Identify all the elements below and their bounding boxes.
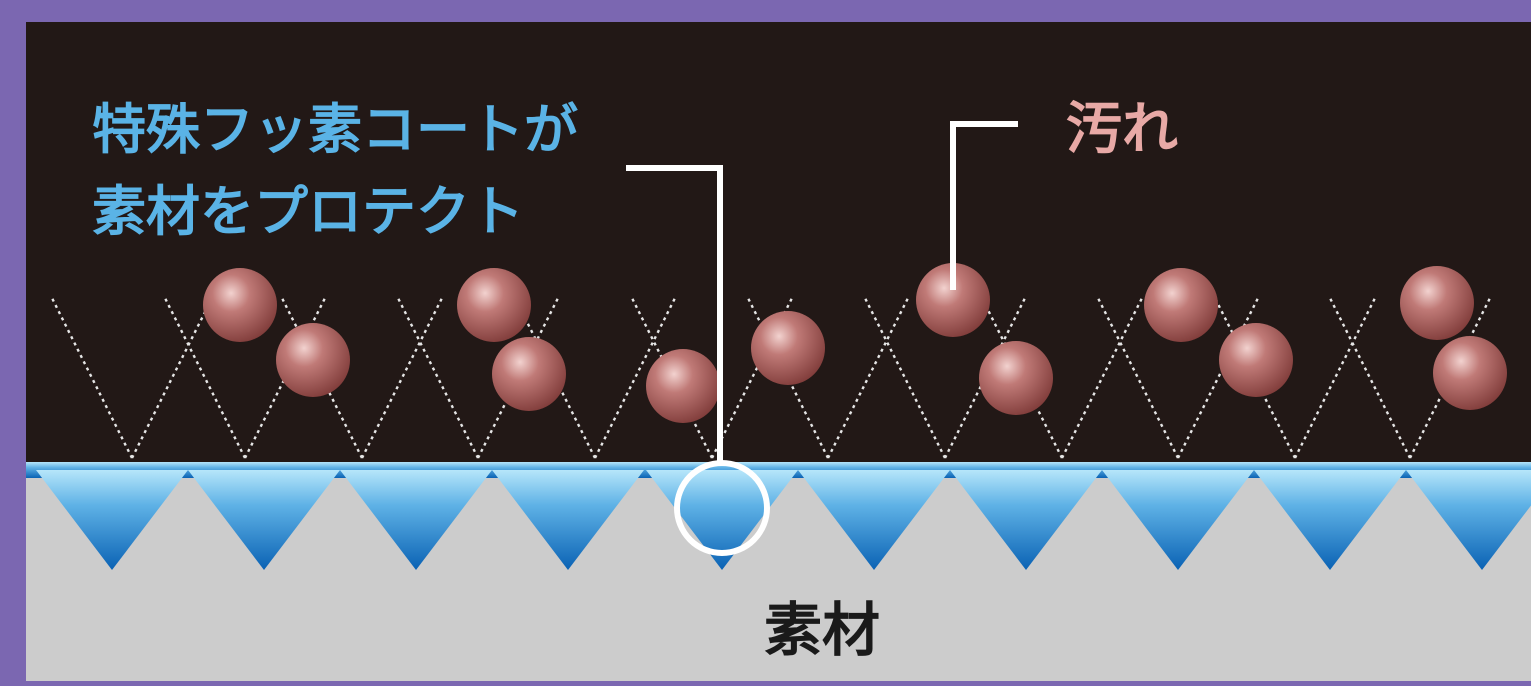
coating-triangle	[1254, 470, 1406, 570]
dirt-particle	[1433, 336, 1507, 410]
dirt-particles	[203, 263, 1507, 423]
coating-highlight-circle	[674, 460, 770, 556]
fluorine-chain-segment	[130, 297, 214, 459]
coating-label-line2: 素材をプロテクト	[92, 180, 524, 243]
fluorine-chain-segment	[1408, 297, 1492, 459]
dirt-particle	[979, 341, 1053, 415]
dirt-particle	[203, 268, 277, 342]
fluorine-chain-segment	[1096, 297, 1180, 459]
fluorine-chain-segment	[943, 297, 1027, 459]
fluorine-chain-segment	[1293, 297, 1377, 459]
coating-triangle	[950, 470, 1102, 570]
fluorine-chain-segment	[50, 297, 134, 459]
fluorine-chain-segment	[1213, 297, 1297, 459]
fluorine-chain-segment	[863, 297, 947, 459]
coating-triangle	[340, 470, 492, 570]
dirt-particle	[1219, 323, 1293, 397]
coating-triangle	[798, 470, 950, 570]
fluorine-chain-segment	[980, 297, 1064, 459]
dirt-particle	[492, 337, 566, 411]
fluorine-chain-segment	[476, 297, 560, 459]
dirt-label: 汚れ	[1066, 97, 1178, 162]
dirt-particle	[916, 263, 990, 337]
coating-triangle	[492, 470, 644, 570]
dirt-particle	[1400, 266, 1474, 340]
fluorine-chain-segment	[396, 297, 480, 459]
coating-label-line1: 特殊フッ素コートが	[92, 98, 578, 161]
fluorine-chain-segment	[826, 297, 910, 459]
material-label: 素材	[764, 596, 880, 664]
fluorine-chain-segment	[1176, 297, 1260, 459]
coating-triangle	[188, 470, 340, 570]
fluorine-chain-segment	[1060, 297, 1144, 459]
coating-triangle	[1406, 470, 1531, 570]
coating-triangle	[1102, 470, 1254, 570]
dirt-particle	[457, 268, 531, 342]
fluorine-chains	[50, 297, 1492, 459]
dirt-particle	[751, 311, 825, 385]
fluorine-chain-segment	[630, 297, 714, 459]
dirt-particle	[1144, 268, 1218, 342]
coating-triangles	[36, 470, 1531, 570]
coating-triangle	[646, 470, 798, 570]
fluorine-chain-segment	[280, 297, 364, 459]
dark-panel	[26, 22, 1531, 462]
fluorine-chain-segment	[593, 297, 677, 459]
dirt-pointer-line	[950, 121, 1018, 290]
fluorine-chain-segment	[163, 297, 247, 459]
dirt-particle	[276, 323, 350, 397]
fluorine-chain-segment	[513, 297, 597, 459]
coating-pointer-line	[626, 165, 723, 462]
fluorine-chain-segment	[360, 297, 444, 459]
fluorine-chain-segment	[1328, 297, 1412, 459]
coating-triangle	[36, 470, 188, 570]
dirt-particle	[646, 349, 720, 423]
